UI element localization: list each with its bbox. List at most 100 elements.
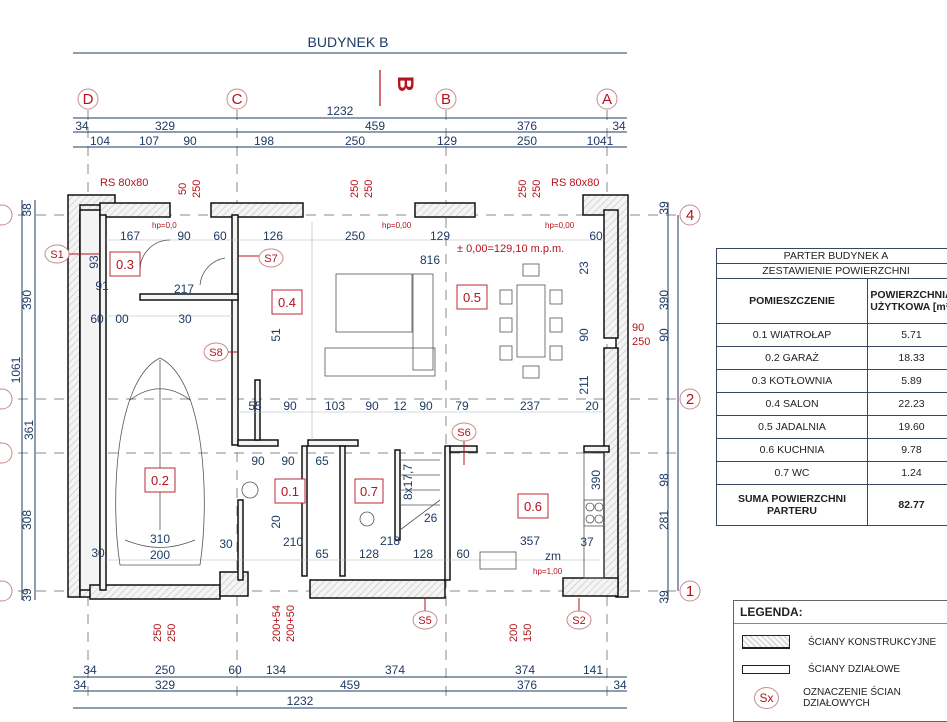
opening: 150 [522,624,534,642]
cell: 0.2 GARAŻ [717,347,868,370]
opening: 250 [152,624,164,642]
annotation: RS 80x80 [100,177,148,189]
legend-label: OZNACZENIE ŚCIAN DZIAŁOWYCH [803,687,947,709]
dim: 141 [583,663,603,677]
dim: 329 [155,678,175,692]
wall-tag: S8 [209,347,222,359]
room-0-5: 0.5 [463,290,481,305]
dim: 90 [183,134,197,148]
inner-dim: 51 [269,328,283,342]
wall-tag: S6 [457,427,470,439]
inner-dim: 103 [325,399,345,413]
inner-dim: 816 [420,253,440,267]
opening: 250 [349,180,361,198]
inner-dim: 200 [150,548,170,562]
dim: 376 [517,678,537,692]
cell: 5.89 [868,370,947,393]
opening: 250 [191,180,203,198]
axis-c: C [232,91,243,108]
stairs-tread: 26 [424,511,438,525]
dim: 329 [155,119,175,133]
dim: 34 [73,678,87,692]
cell: 22.23 [868,393,947,416]
inner-dim: 60 [589,229,603,243]
axis-a: A [602,91,612,108]
inner-dim: 390 [589,470,603,490]
dim: 107 [139,134,159,148]
room-0-4: 0.4 [278,295,296,310]
col-header-room: POMIESZCZENIE [717,279,868,324]
dim: 60 [228,663,242,677]
partition-wall-swatch [742,665,790,674]
inner-dim: 20 [585,399,599,413]
level-annotation: ± 0,00=129,10 m.p.m. [457,243,564,255]
inner-dim: 60 [213,229,227,243]
wall-tag: S7 [264,253,277,265]
inner-dim: 126 [263,229,283,243]
room-0-2: 0.2 [151,473,169,488]
inner-dim: 20 [269,515,283,529]
table-title: PARTER BUDYNEK A [717,249,947,264]
sum-value: 82.77 [868,485,947,526]
inner-dim: 30 [219,537,233,551]
inner-dim: 55 [248,399,262,413]
axis-1: 1 [686,583,694,600]
dim: 34 [83,663,97,677]
inner-dim: 237 [520,399,540,413]
wall-tag: S5 [418,615,431,627]
axis-4: 4 [686,207,694,224]
wall-tag: S2 [572,615,585,627]
dim: 34 [612,119,626,133]
opening: 250 [517,180,529,198]
legend-label: ŚCIANY KONSTRUKCYJNE [808,637,936,648]
wall-tags: S1 S2 S5 S6 S7 S8 [45,245,591,629]
section-label: B [393,76,418,92]
legend: LEGENDA: ŚCIANY KONSTRUKCYJNE ŚCIANY DZI… [733,600,947,722]
dim: 129 [437,134,457,148]
inner-dim: 30 [91,546,105,560]
dim: 374 [385,663,405,677]
annotation: hp=1,00 [533,567,563,576]
dim: 250 [345,134,365,148]
inner-dim: 167 [120,229,140,243]
dimensions-top: 1232 34 329 459 376 34 104 107 90 198 25… [73,104,627,148]
inner-dim: 357 [520,534,540,548]
dim: 198 [254,134,274,148]
inner-dim: 90 [281,454,295,468]
opening: 200 [508,624,520,642]
opening: 90 [632,322,644,334]
opening: 200+54 [271,605,283,642]
room-0-3: 0.3 [116,257,134,272]
axis-d: D [83,91,94,108]
inner-dim: 90 [419,399,433,413]
annotation: hp=0,0 [152,221,177,230]
sink [480,552,516,569]
dim: 39 [657,201,671,215]
toilet [242,482,258,498]
legend-item-tag: Sx OZNACZENIE ŚCIAN DZIAŁOWYCH [734,687,947,709]
opening: 250 [363,180,375,198]
cell: 0.5 JADALNIA [717,416,868,439]
dim: 459 [365,119,385,133]
dim: 134 [266,663,286,677]
inner-dim: 65 [315,454,329,468]
inner-dim: 217 [174,282,194,296]
dim: 39 [657,590,671,604]
inner-dim: 90 [177,229,191,243]
dim: 376 [517,119,537,133]
inner-dim: 210 [283,535,303,549]
axis-b: B [441,91,451,108]
sum-label: SUMA POWIERZCHNI PARTERU [717,485,868,526]
inner-dim: 90 [365,399,379,413]
inner-dim: 30 [178,312,192,326]
inner-dim: 128 [359,547,379,561]
dimensions-right: 39 390 90 281 98 39 [657,201,678,604]
wall-tag-symbol: Sx [754,687,779,709]
drawing-title: BUDYNEK B [308,34,389,50]
